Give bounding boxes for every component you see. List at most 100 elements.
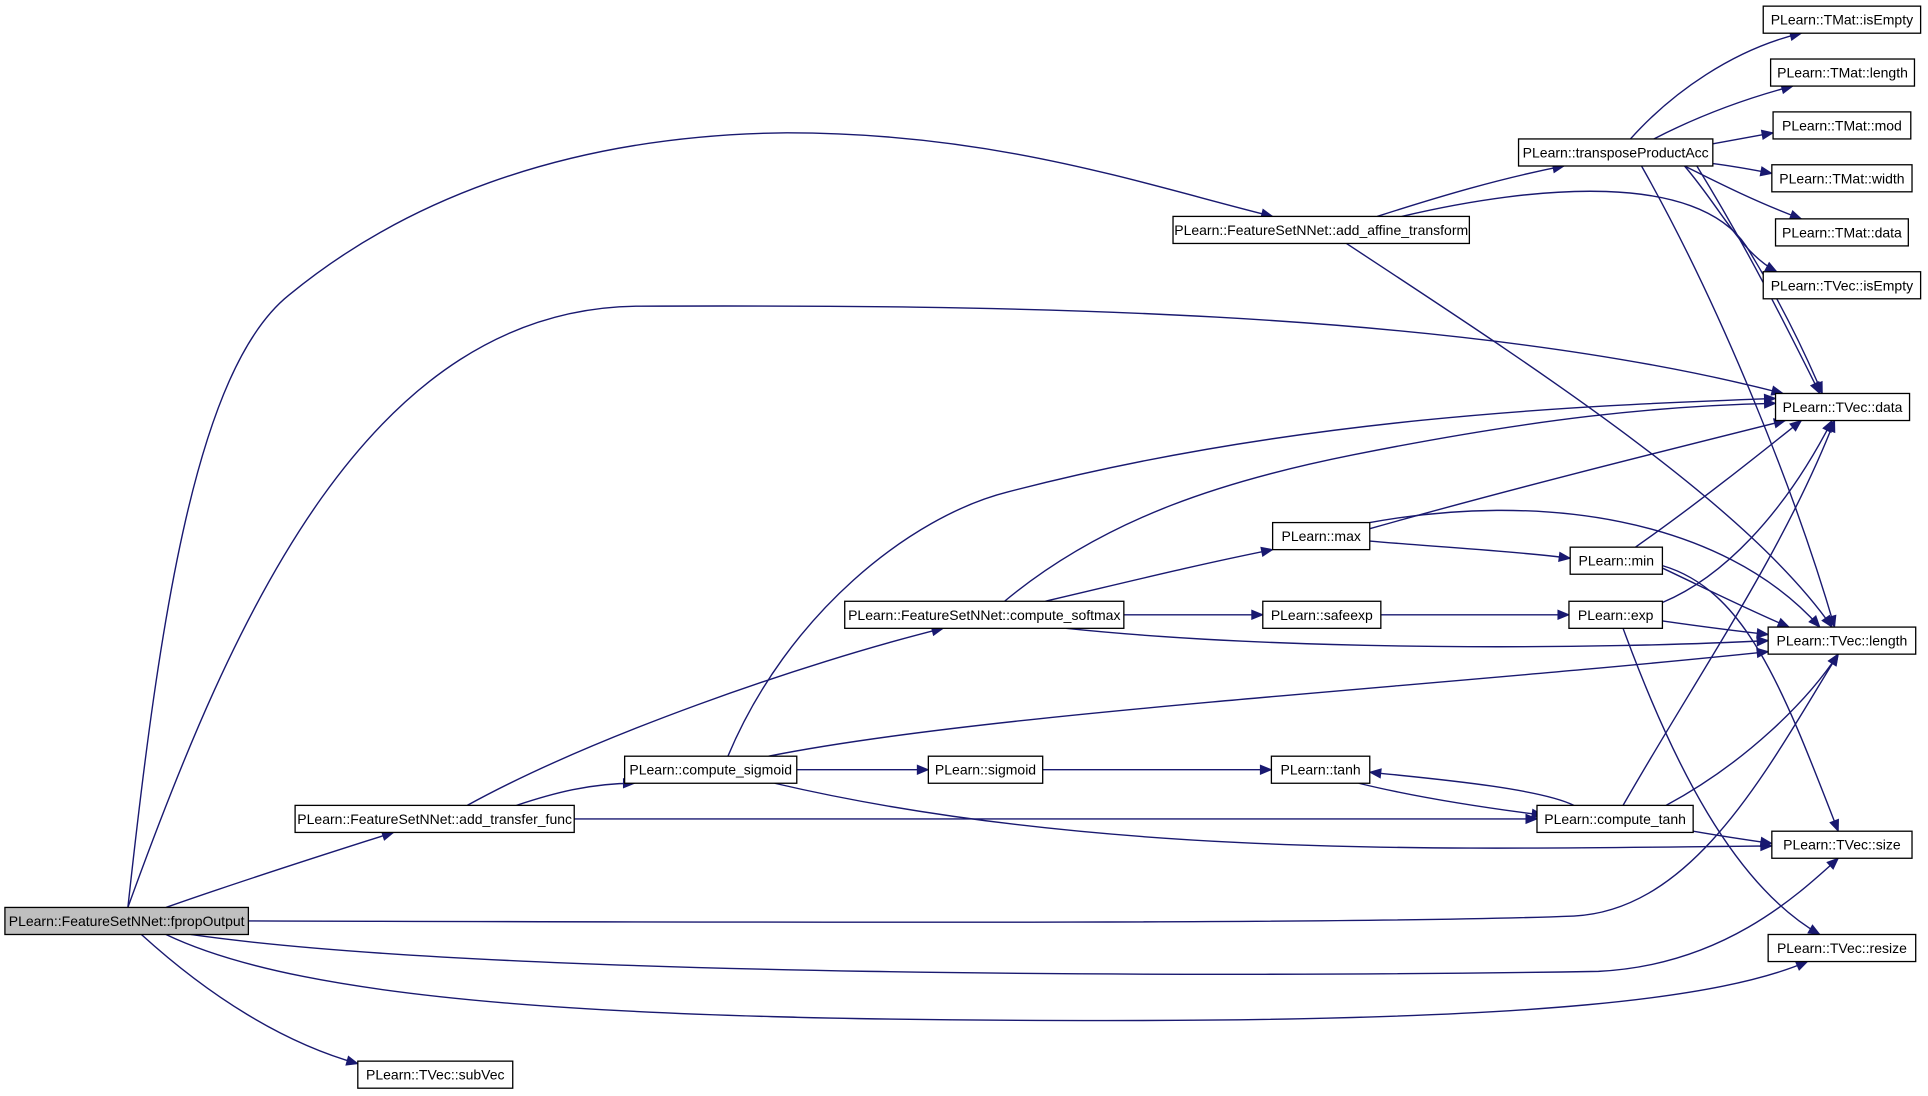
arrowhead-fpropOutput-to-TVec_subVec bbox=[345, 1055, 360, 1066]
node-TVec_subVec[interactable]: PLearn::TVec::subVec bbox=[357, 1060, 514, 1089]
arrowhead-min-to-TVec_data bbox=[1789, 419, 1803, 432]
node-exp[interactable]: PLearn::exp bbox=[1568, 600, 1664, 629]
node-sigmoid[interactable]: PLearn::sigmoid bbox=[927, 755, 1044, 784]
edge-transposeProductAcc-to-TMat_isEmpty bbox=[1629, 32, 1802, 140]
edge-exp-to-TVec_length bbox=[1662, 620, 1769, 636]
arrowhead-transposeProductAcc-to-TMat_data bbox=[1788, 209, 1803, 220]
edge-max-to-min bbox=[1369, 540, 1571, 559]
arrowhead-min-to-TVec_size bbox=[1829, 818, 1839, 833]
node-label: PLearn::min bbox=[1579, 553, 1654, 569]
node-label: PLearn::max bbox=[1282, 528, 1361, 544]
edge-add_transfer_func-to-compute_sigmoid bbox=[516, 782, 635, 807]
edge-add_affine_transform-to-TVec_length bbox=[1346, 242, 1833, 628]
node-safeexp[interactable]: PLearn::safeexp bbox=[1262, 600, 1382, 629]
node-box bbox=[623, 755, 798, 784]
arrowhead-max-to-TVec_length bbox=[1808, 615, 1821, 629]
node-TMat_length[interactable]: PLearn::TMat::length bbox=[1769, 58, 1916, 87]
arrowhead-exp-to-TVec_resize bbox=[1807, 924, 1821, 936]
node-tanh[interactable]: PLearn::tanh bbox=[1270, 755, 1371, 784]
node-label: PLearn::TMat::mod bbox=[1782, 117, 1902, 133]
edge-min-to-TVec_data bbox=[1634, 419, 1802, 548]
edge-transposeProductAcc-to-TMat_length bbox=[1653, 85, 1793, 140]
arrowhead-max-to-min bbox=[1558, 551, 1572, 562]
edges-layer bbox=[127, 30, 1840, 1066]
edge-fpropOutput-to-TVec_subVec bbox=[140, 933, 358, 1065]
node-box bbox=[1772, 111, 1912, 140]
node-label: PLearn::FeatureSetNNet::add_transfer_fun… bbox=[297, 811, 572, 827]
edge-add_transfer_func-to-compute_softmax bbox=[466, 627, 944, 806]
node-add_transfer_func[interactable]: PLearn::FeatureSetNNet::add_transfer_fun… bbox=[294, 804, 575, 834]
edge-add_affine_transform-to-TVec_data bbox=[1401, 190, 1823, 394]
edge-fpropOutput-to-TVec_size bbox=[190, 857, 1839, 975]
node-label: PLearn::TMat::length bbox=[1777, 65, 1908, 81]
node-compute_softmax[interactable]: PLearn::FeatureSetNNet::compute_softmax bbox=[844, 600, 1125, 629]
arrowhead-compute_softmax-to-TVec_length bbox=[1756, 635, 1770, 647]
edge-exp-to-TVec_data bbox=[1662, 420, 1833, 604]
arrowhead-exp-to-TVec_length bbox=[1756, 628, 1770, 639]
node-transposeProductAcc[interactable]: PLearn::transposeProductAcc bbox=[1517, 138, 1714, 167]
node-box bbox=[1762, 5, 1922, 34]
node-box bbox=[1262, 600, 1382, 629]
edge-compute_tanh-to-tanh bbox=[1369, 771, 1575, 807]
arrowhead-compute_tanh-to-TVec_length bbox=[1827, 653, 1839, 667]
arrowhead-fpropOutput-to-TVec_resize bbox=[1794, 961, 1809, 971]
node-box bbox=[927, 755, 1044, 784]
edge-transposeProductAcc-to-TMat_data bbox=[1684, 165, 1802, 220]
node-label: PLearn::TMat::data bbox=[1782, 224, 1902, 240]
node-label: PLearn::sigmoid bbox=[935, 762, 1036, 778]
node-label: PLearn::TMat::isEmpty bbox=[1771, 12, 1913, 28]
node-box bbox=[1762, 271, 1922, 300]
node-compute_sigmoid[interactable]: PLearn::compute_sigmoid bbox=[623, 755, 798, 784]
node-box bbox=[4, 906, 250, 936]
node-TMat_mod[interactable]: PLearn::TMat::mod bbox=[1772, 111, 1912, 140]
node-label: PLearn::FeatureSetNNet::fpropOutput bbox=[9, 913, 245, 929]
node-TVec_isEmpty[interactable]: PLearn::TVec::isEmpty bbox=[1762, 271, 1922, 300]
edge-max-to-TVec_data bbox=[1369, 419, 1786, 530]
node-box bbox=[1517, 138, 1714, 167]
node-TVec_size[interactable]: PLearn::TVec::size bbox=[1771, 830, 1913, 859]
arrowhead-exp-to-TVec_data bbox=[1822, 419, 1833, 434]
node-box bbox=[1771, 830, 1913, 859]
arrowhead-transposeProductAcc-to-TVec_data bbox=[1809, 380, 1821, 395]
node-TMat_isEmpty[interactable]: PLearn::TMat::isEmpty bbox=[1762, 5, 1922, 34]
edge-compute_tanh-to-TVec_data bbox=[1622, 420, 1836, 806]
node-TMat_width[interactable]: PLearn::TMat::width bbox=[1771, 164, 1913, 193]
node-TVec_resize[interactable]: PLearn::TVec::resize bbox=[1767, 933, 1917, 963]
node-TVec_data[interactable]: PLearn::TVec::data bbox=[1774, 392, 1911, 422]
edge-fpropOutput-to-TVec_data bbox=[127, 305, 1784, 908]
nodes-layer: PLearn::FeatureSetNNet::fpropOutputPLear… bbox=[4, 5, 1922, 1089]
edge-max-to-TVec_length bbox=[1369, 509, 1821, 628]
arrowhead-compute_softmax-to-safeexp bbox=[1251, 609, 1265, 621]
node-box bbox=[1270, 755, 1371, 784]
node-fpropOutput[interactable]: PLearn::FeatureSetNNet::fpropOutput bbox=[4, 906, 250, 936]
node-label: PLearn::FeatureSetNNet::add_affine_trans… bbox=[1174, 222, 1468, 238]
node-box bbox=[1767, 933, 1917, 963]
edge-fpropOutput-to-add_affine_transform bbox=[127, 132, 1273, 908]
arrowhead-safeexp-to-exp bbox=[1557, 609, 1571, 621]
edge-min-to-TVec_length bbox=[1662, 567, 1790, 628]
arrowhead-transposeProductAcc-to-TVec_length bbox=[1826, 614, 1837, 629]
node-box bbox=[1774, 218, 1909, 247]
arrowhead-transposeProductAcc-to-TVec_isEmpty bbox=[1764, 261, 1778, 273]
node-TVec_length[interactable]: PLearn::TVec::length bbox=[1767, 626, 1917, 655]
node-box bbox=[1536, 804, 1694, 834]
node-max[interactable]: PLearn::max bbox=[1271, 521, 1371, 551]
arrowhead-compute_sigmoid-to-TVec_data bbox=[1763, 393, 1777, 405]
node-box bbox=[1767, 626, 1917, 655]
edge-compute_sigmoid-to-TVec_size bbox=[774, 782, 1772, 849]
node-label: PLearn::transposeProductAcc bbox=[1523, 144, 1709, 160]
node-label: PLearn::FeatureSetNNet::compute_softmax bbox=[848, 607, 1120, 623]
node-min[interactable]: PLearn::min bbox=[1569, 546, 1664, 575]
node-box bbox=[1769, 58, 1916, 87]
arrowhead-compute_tanh-to-tanh bbox=[1368, 768, 1382, 779]
node-label: PLearn::exp bbox=[1578, 607, 1654, 623]
node-compute_tanh[interactable]: PLearn::compute_tanh bbox=[1536, 804, 1694, 834]
arrowhead-transposeProductAcc-to-TMat_mod bbox=[1760, 129, 1775, 140]
edge-fpropOutput-to-add_transfer_func bbox=[165, 831, 394, 909]
arrowhead-compute_softmax-to-max bbox=[1260, 546, 1274, 558]
arrowhead-sigmoid-to-tanh bbox=[1259, 764, 1273, 775]
node-TMat_data[interactable]: PLearn::TMat::data bbox=[1774, 218, 1909, 247]
node-add_affine_transform[interactable]: PLearn::FeatureSetNNet::add_affine_trans… bbox=[1172, 215, 1471, 245]
edge-compute_softmax-to-max bbox=[1044, 548, 1273, 602]
